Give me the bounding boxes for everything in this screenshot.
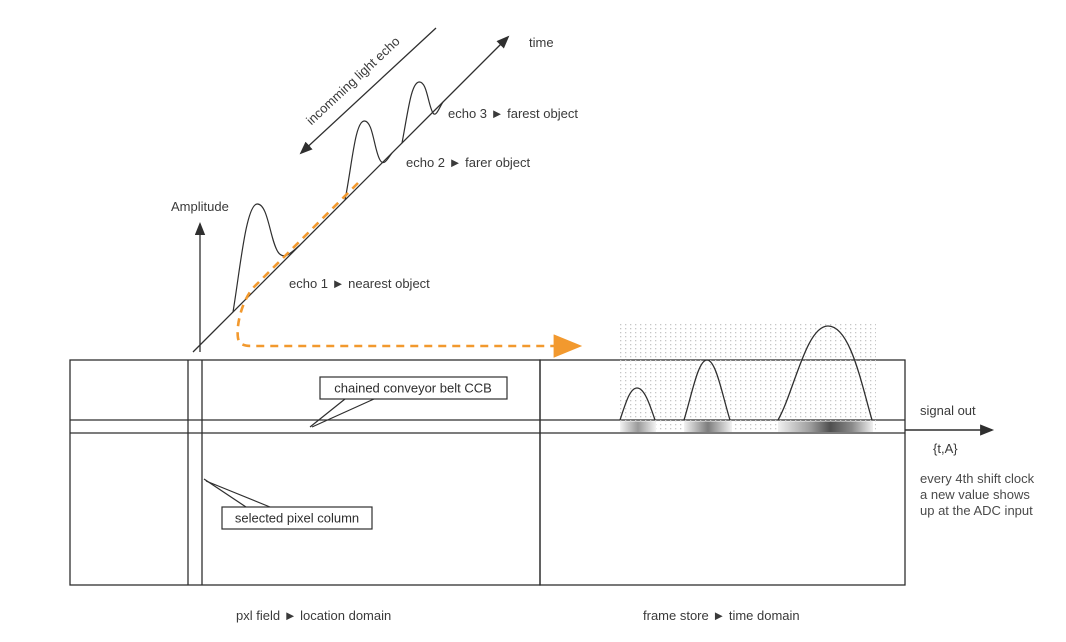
echo3-pulse (401, 81, 444, 144)
frame-store-footer-label: frame store ► time domain (643, 608, 800, 623)
adc-note: every 4th shift clock a new value shows … (920, 471, 1035, 518)
pxl-field-footer-label: pxl field ► location domain (236, 608, 391, 623)
gray-band-large (778, 421, 873, 432)
adc-note-line2: a new value shows (920, 487, 1030, 502)
adc-note-line1: every 4th shift clock (920, 471, 1035, 486)
time-axis (192, 35, 510, 353)
echo1-label: echo 1 ► nearest object (289, 276, 430, 291)
signal-out-label: signal out (920, 403, 976, 418)
time-axis-label: time (529, 35, 554, 50)
pixel-column-callout: selected pixel column (203, 478, 373, 530)
ccb-callout-box (319, 376, 508, 400)
echo2-label: echo 2 ► farer object (406, 155, 531, 170)
amplitude-time-axes (192, 27, 510, 353)
echo2-pulse (344, 120, 393, 201)
echo3-label: echo 3 ► farest object (448, 106, 578, 121)
gray-band-medium (684, 421, 732, 432)
frame-store-dotted-grid (620, 322, 876, 432)
gray-band-small (620, 421, 656, 432)
frame-store-gray-bands (620, 421, 873, 432)
ccb-callout-label: chained conveyor belt CCB (334, 381, 492, 396)
stored-pulse-large (777, 325, 873, 421)
sensor-boxes (69, 359, 906, 586)
pixel-column-callout-label: selected pixel column (235, 511, 359, 526)
echo1-pulse (232, 203, 301, 313)
incoming-light-arrow (299, 27, 437, 155)
incoming-light-label: incomming light echo (303, 34, 403, 128)
signal-tuple-label: {t,A} (933, 441, 958, 456)
ccb-callout: chained conveyor belt CCB (309, 376, 508, 428)
stored-pulse-medium (683, 359, 731, 421)
adc-note-line3: up at the ADC input (920, 503, 1033, 518)
pixel-column-callout-box (221, 506, 373, 530)
echo-transfer-dashed-arrow (236, 182, 583, 358)
stored-pulse-small (619, 387, 656, 421)
frame-store-pulses (619, 325, 873, 421)
amplitude-axis-label: Amplitude (171, 199, 229, 214)
